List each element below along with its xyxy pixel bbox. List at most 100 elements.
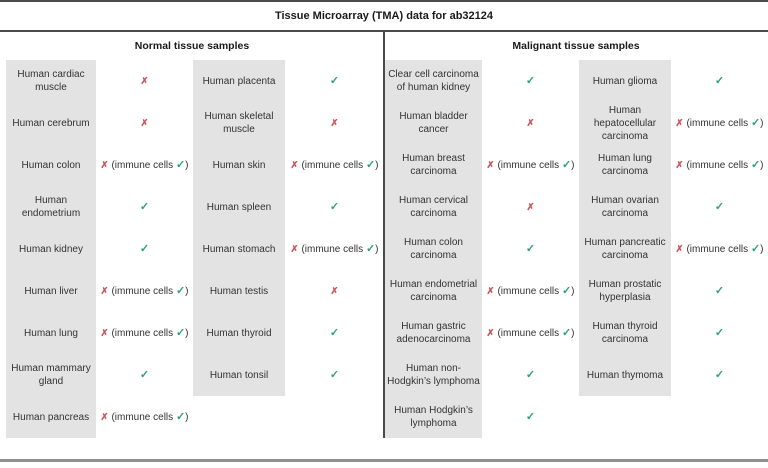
check-icon: ✓ <box>525 242 536 255</box>
immune-cells-label-close: ) <box>375 243 379 255</box>
tissue-name: Human skeletal muscle <box>204 111 274 135</box>
check-icon: ✓ <box>561 326 572 339</box>
tissue-name: Human stomach <box>202 243 276 255</box>
section-header-normal: Normal tissue samples <box>134 39 250 52</box>
check-icon: ✓ <box>175 158 186 171</box>
immune-cells-label-close: ) <box>185 411 189 423</box>
check-icon: ✓ <box>329 74 340 87</box>
tissue-name: Human spleen <box>206 201 272 213</box>
table-title: Tissue Microarray (TMA) data for ab32124 <box>274 10 494 22</box>
cross-icon: ✗ <box>675 117 684 129</box>
immune-cells-label-close: ) <box>375 159 379 171</box>
immune-cells-label-close: ) <box>571 159 575 171</box>
tissue-name: Human cervical carcinoma <box>399 195 468 219</box>
section-divider <box>383 31 385 438</box>
tissue-name: Human breast carcinoma <box>402 153 465 177</box>
result-cell: ✓ <box>482 396 579 438</box>
check-icon: ✓ <box>365 158 376 171</box>
immune-cells-label: (immune cells <box>497 327 562 339</box>
result-cell: ✗ <box>482 186 579 228</box>
result-cell: ✓ <box>671 312 768 354</box>
cross-icon: ✗ <box>526 117 535 129</box>
immune-cells-label-close: ) <box>571 327 575 339</box>
result-cell: ✓ <box>285 354 384 396</box>
cross-icon: ✗ <box>290 243 299 255</box>
immune-cells-label: (immune cells <box>301 243 366 255</box>
tissue-name: Clear cell carcinoma of human kidney <box>388 69 479 93</box>
result-cell: ✓ <box>96 228 193 270</box>
result-cell: ✗(immune cells ✓) <box>482 312 579 354</box>
result-cell: ✓ <box>671 186 768 228</box>
tissue-name: Human kidney <box>19 243 83 255</box>
check-icon: ✓ <box>714 368 725 381</box>
immune-cells-label: (immune cells <box>111 285 176 297</box>
cross-icon: ✗ <box>100 285 109 297</box>
immune-cells-label-close: ) <box>760 117 764 129</box>
check-icon: ✓ <box>329 368 340 381</box>
check-icon: ✓ <box>561 284 572 297</box>
immune-cells-label: (immune cells <box>686 117 751 129</box>
immune-cells-label: (immune cells <box>497 159 562 171</box>
check-icon: ✓ <box>714 200 725 213</box>
result-cell: ✗(immune cells ✓) <box>96 270 193 312</box>
check-icon: ✓ <box>329 200 340 213</box>
result-cell: ✓ <box>285 312 384 354</box>
check-icon: ✓ <box>329 326 340 339</box>
tissue-name: Human gastric adenocarcinoma <box>396 321 471 345</box>
result-cell: ✗(immune cells ✓) <box>96 396 193 438</box>
check-icon: ✓ <box>525 368 536 381</box>
tissue-name: Human prostatic hyperplasia <box>588 279 662 303</box>
cross-icon: ✗ <box>486 327 495 339</box>
tissue-name: Human thyroid <box>206 327 272 339</box>
result-cell: ✗ <box>96 102 193 144</box>
tissue-name: Human placenta <box>202 75 276 87</box>
immune-cells-label-close: ) <box>760 243 764 255</box>
cross-icon: ✗ <box>675 243 684 255</box>
tissue-name: Human endometrial carcinoma <box>389 279 478 303</box>
check-icon: ✓ <box>750 158 761 171</box>
result-cell: ✓ <box>671 270 768 312</box>
immune-cells-label-close: ) <box>571 285 575 297</box>
tissue-name: Human cardiac muscle <box>17 69 85 93</box>
bottom-rule <box>0 459 768 462</box>
tissue-name: Human ovarian carcinoma <box>591 195 659 219</box>
check-icon: ✓ <box>714 74 725 87</box>
cross-icon: ✗ <box>330 285 339 297</box>
check-icon: ✓ <box>714 284 725 297</box>
check-icon: ✓ <box>525 410 536 423</box>
immune-cells-label-close: ) <box>760 159 764 171</box>
result-cell: ✓ <box>96 354 193 396</box>
result-cell: ✗ <box>285 270 384 312</box>
cross-icon: ✗ <box>486 159 495 171</box>
result-cell: ✗(immune cells ✓) <box>671 144 768 186</box>
result-cell: ✓ <box>285 60 384 102</box>
check-icon: ✓ <box>365 242 376 255</box>
result-cell: ✗ <box>482 102 579 144</box>
tissue-name: Human mammary gland <box>11 363 91 387</box>
cross-icon: ✗ <box>140 117 149 129</box>
result-cell: ✗(immune cells ✓) <box>285 228 384 270</box>
result-cell: ✗(immune cells ✓) <box>482 270 579 312</box>
tissue-name: Human pancreatic carcinoma <box>584 237 666 261</box>
tissue-name: Human cerebrum <box>12 117 90 129</box>
tissue-name: Human thymoma <box>586 369 664 381</box>
check-icon: ✓ <box>561 158 572 171</box>
check-icon: ✓ <box>139 368 150 381</box>
result-cell: ✓ <box>482 60 579 102</box>
immune-cells-label: (immune cells <box>111 411 176 423</box>
result-cell: ✗(immune cells ✓) <box>96 144 193 186</box>
immune-cells-label: (immune cells <box>111 327 176 339</box>
tissue-name: Human testis <box>209 285 269 297</box>
tissue-name: Human colon <box>21 159 81 171</box>
check-icon: ✓ <box>175 410 186 423</box>
immune-cells-label-close: ) <box>185 327 189 339</box>
result-cell: ✗(immune cells ✓) <box>671 102 768 144</box>
result-column: ✓✗✗(immune cells ✓)✓✗(immune cells ✓)✗✓✓ <box>285 60 384 396</box>
immune-cells-label: (immune cells <box>686 159 751 171</box>
tissue-name: Human glioma <box>592 75 658 87</box>
check-icon: ✓ <box>750 242 761 255</box>
tissue-name: Human colon carcinoma <box>404 237 463 261</box>
